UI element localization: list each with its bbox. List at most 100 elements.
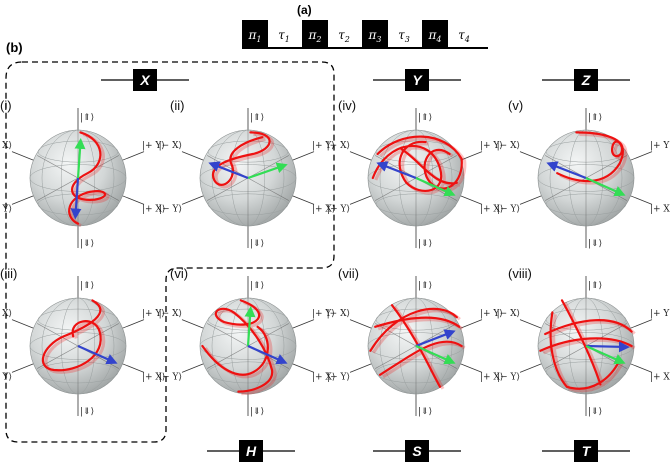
pulse-box-2 bbox=[302, 20, 328, 48]
ket-minus-y: |− Y⟩ bbox=[497, 373, 520, 383]
panel-tag: (vi) bbox=[170, 266, 188, 281]
wait-label-2: τ2 bbox=[338, 28, 350, 44]
ket-plus-y: |+ Y⟩ bbox=[142, 141, 165, 151]
trajectory bbox=[369, 304, 463, 388]
state-arrow bbox=[376, 161, 417, 180]
gate-label-t: T bbox=[542, 440, 630, 462]
ket-up: |⇑⟩ bbox=[80, 113, 94, 123]
bloch-sphere: |⇑⟩ |⇓⟩ |− X⟩ |+ Y⟩ |− Y⟩ |+ X⟩ (i) bbox=[0, 98, 165, 249]
ket-down: |⇓⟩ bbox=[250, 407, 264, 417]
panel-tag: (iii) bbox=[0, 266, 17, 281]
bloch-sphere: |⇑⟩|⇓⟩|− X⟩|+ Y⟩|− Y⟩|+ X⟩(viii) bbox=[497, 266, 670, 417]
state-arrow bbox=[70, 177, 82, 220]
gate-label-h: H bbox=[207, 440, 295, 462]
gate-name: H bbox=[246, 443, 257, 459]
ket-plus-y: |+ Y⟩ bbox=[650, 309, 670, 319]
ket-minus-x: |− X⟩ bbox=[159, 141, 182, 151]
ket-plus-y: |+ Y⟩ bbox=[142, 309, 165, 319]
ket-minus-y: |− Y⟩ bbox=[159, 373, 182, 383]
ket-up: |⇑⟩ bbox=[418, 113, 432, 123]
gate-label-s: S bbox=[373, 440, 461, 462]
state-arrow bbox=[585, 176, 626, 197]
bloch-sphere: |⇑⟩|⇓⟩|− X⟩|+ Y⟩|− Y⟩|+ X⟩(vii) bbox=[327, 266, 504, 417]
state-arrow bbox=[74, 137, 86, 179]
ket-up: |⇑⟩ bbox=[588, 113, 602, 123]
ket-plus-y: |+ Y⟩ bbox=[480, 141, 503, 151]
ket-down: |⇓⟩ bbox=[588, 407, 602, 417]
gate-label-x: X bbox=[101, 69, 189, 91]
ket-down: |⇓⟩ bbox=[418, 407, 432, 417]
panel-tag: (ii) bbox=[170, 98, 184, 113]
ket-down: |⇓⟩ bbox=[418, 239, 432, 249]
ket-minus-x: |− X⟩ bbox=[159, 309, 182, 319]
panel-tag: (vii) bbox=[338, 266, 359, 281]
ket-plus-y: |+ Y⟩ bbox=[312, 309, 335, 319]
ket-down: |⇓⟩ bbox=[80, 239, 94, 249]
bloch-sphere: |⇑⟩|⇓⟩|− X⟩|+ Y⟩|− Y⟩|+ X⟩(ii) bbox=[159, 98, 336, 249]
ket-minus-x: |− X⟩ bbox=[327, 141, 350, 151]
ket-minus-y: |− Y⟩ bbox=[327, 373, 350, 383]
state-arrow bbox=[247, 162, 288, 180]
ket-up: |⇑⟩ bbox=[250, 281, 264, 291]
ket-down: |⇓⟩ bbox=[80, 407, 94, 417]
ket-minus-y: |− Y⟩ bbox=[0, 205, 12, 215]
panel-tag: (v) bbox=[508, 98, 523, 113]
state-arrow bbox=[415, 329, 456, 348]
ket-plus-x: |+ X⟩ bbox=[142, 205, 165, 215]
ket-plus-x: |+ X⟩ bbox=[480, 373, 503, 383]
pulse-box-4 bbox=[422, 20, 448, 48]
bloch-sphere: |⇑⟩ |⇓⟩ |− X⟩ |+ Y⟩ |− Y⟩ |+ X⟩ (vi) bbox=[159, 266, 336, 417]
state-arrow bbox=[585, 344, 626, 365]
bloch-sphere: |⇑⟩ |⇓⟩ |− X⟩ |+ Y⟩ |− Y⟩ |+ X⟩ (iii) bbox=[0, 266, 165, 417]
pulse-box-3 bbox=[362, 20, 388, 48]
ket-minus-y: |− Y⟩ bbox=[497, 205, 520, 215]
trajectory bbox=[68, 131, 107, 225]
ket-plus-x: |+ X⟩ bbox=[650, 205, 670, 215]
ket-minus-y: |− Y⟩ bbox=[327, 205, 350, 215]
ket-down: |⇓⟩ bbox=[588, 239, 602, 249]
state-arrow bbox=[546, 161, 587, 180]
part-a-label: (a) bbox=[297, 3, 312, 17]
panel-tag: (i) bbox=[0, 98, 12, 113]
ket-plus-x: |+ X⟩ bbox=[312, 205, 335, 215]
gate-name: Z bbox=[581, 72, 591, 88]
trajectory bbox=[556, 131, 624, 183]
state-arrow bbox=[77, 344, 118, 365]
trajectory bbox=[539, 299, 633, 390]
ket-minus-x: |− X⟩ bbox=[0, 309, 12, 319]
gate-name: Y bbox=[412, 72, 423, 88]
ket-up: |⇑⟩ bbox=[588, 281, 602, 291]
gate-label-z: Z bbox=[542, 69, 630, 91]
ket-plus-x: |+ X⟩ bbox=[650, 373, 670, 383]
part-b-label: (b) bbox=[6, 40, 23, 55]
gate-name: X bbox=[139, 72, 151, 88]
ket-minus-y: |− Y⟩ bbox=[0, 373, 12, 383]
ket-plus-x: |+ X⟩ bbox=[312, 373, 335, 383]
state-arrow bbox=[415, 344, 456, 365]
ket-plus-x: |+ X⟩ bbox=[142, 373, 165, 383]
gate-name: S bbox=[412, 443, 422, 459]
wait-label-3: τ3 bbox=[398, 28, 410, 44]
ket-minus-x: |− X⟩ bbox=[0, 141, 12, 151]
ket-minus-x: |− X⟩ bbox=[497, 141, 520, 151]
ket-minus-x: |− X⟩ bbox=[327, 309, 350, 319]
state-arrow bbox=[585, 341, 630, 353]
ket-minus-y: |− Y⟩ bbox=[159, 205, 182, 215]
panel-tag: (iv) bbox=[338, 98, 356, 113]
bloch-sphere: |⇑⟩ |⇓⟩ |− X⟩ |+ Y⟩ |− Y⟩ |+ X⟩ (v) bbox=[497, 98, 670, 249]
ket-plus-y: |+ Y⟩ bbox=[480, 309, 503, 319]
ket-plus-y: |+ Y⟩ bbox=[312, 141, 335, 151]
trajectory bbox=[211, 131, 271, 186]
ket-up: |⇑⟩ bbox=[80, 281, 94, 291]
state-arrow bbox=[415, 176, 456, 197]
ket-plus-y: |+ Y⟩ bbox=[650, 141, 670, 151]
wait-label-1: τ1 bbox=[278, 28, 290, 44]
x-gate-region bbox=[5, 61, 335, 443]
bloch-sphere: |⇑⟩|⇓⟩|− X⟩|+ Y⟩|− Y⟩|+ X⟩(iv) bbox=[327, 98, 504, 249]
pulse-box-1 bbox=[242, 20, 268, 48]
ket-down: |⇓⟩ bbox=[250, 239, 264, 249]
ket-minus-x: |− X⟩ bbox=[497, 309, 520, 319]
gate-name: T bbox=[582, 443, 592, 459]
